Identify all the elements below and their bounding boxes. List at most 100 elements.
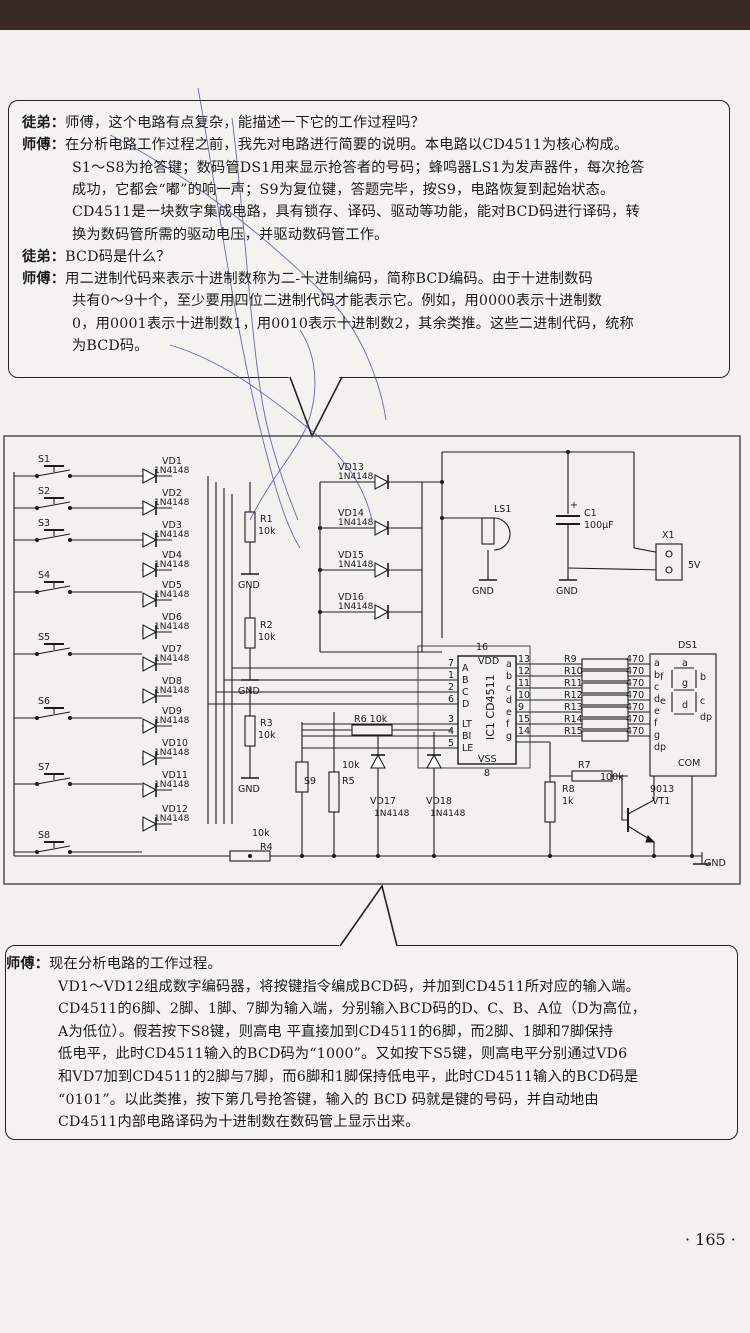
diode-label: VD16 (338, 592, 364, 603)
junction-dot (68, 538, 72, 542)
resistor-r7 (571, 770, 613, 782)
diode-label: VD5 (162, 580, 182, 591)
diode-vd12 (142, 816, 158, 832)
speaker-label: 徒弟： (22, 115, 66, 131)
ds1-label: DS1 (678, 640, 697, 651)
diode-type: 1N4148 (154, 466, 190, 476)
ic-pin-num: 7 (448, 658, 454, 669)
resistor-r12 (581, 694, 629, 706)
junction-dot (318, 568, 322, 572)
x1-pin (665, 566, 673, 574)
ic-pin-num: 11 (518, 678, 530, 689)
junction-dot (376, 854, 380, 858)
dialogue-text: “0101”。以此类推，按下第几号抢答键，输入的 BCD 码就是键的号码，并自动… (58, 1091, 599, 1108)
diode-type: 1N4148 (154, 748, 190, 758)
seg-e-label: e (660, 696, 666, 707)
ic-pin-num: 2 (448, 682, 454, 693)
ic-out-sig: d (506, 695, 512, 706)
diode-vd11 (142, 782, 158, 798)
r8-value: 1k (562, 796, 574, 807)
switch-label-s7: S7 (38, 762, 50, 773)
r5-value: 10k (342, 760, 360, 771)
seg-res-value: 470 (626, 726, 644, 737)
diode-label: VD4 (162, 550, 182, 561)
ic-pin-sig: A (462, 663, 469, 674)
resistor-r14 (581, 718, 629, 730)
diode-vd5 (142, 592, 158, 608)
junction-dot (68, 716, 72, 720)
s9-label: S9 (304, 776, 316, 787)
dialogue-line: 成功，它都会“嘟”的响一声；S9为复位键，答题完毕，按S9，电路恢复到起始状态。 (72, 181, 614, 200)
dialogue-line: 为BCD码。 (72, 337, 149, 356)
diode-type: 1N4148 (338, 472, 374, 482)
diode-type: 1N4148 (430, 809, 466, 819)
seg-res-label: R15 (564, 726, 583, 737)
switch-contact (36, 711, 71, 719)
ds1-pin-label: d (654, 694, 660, 705)
ic-pin-num: 3 (448, 714, 454, 725)
junction-dot (35, 538, 39, 542)
seg-res-value: 470 (626, 714, 644, 725)
junction-dot (35, 474, 39, 478)
diode-type: 1N4148 (154, 716, 190, 726)
ic-vss: VSS (478, 754, 497, 765)
dialogue-line: CD4511是一块数字集成电路，具有锁存、译码、驱动等功能，能对BCD码进行译码… (72, 203, 640, 222)
resistor-label: R1 (260, 514, 273, 525)
diode-vd6 (142, 624, 158, 640)
junction-dot (35, 590, 39, 594)
dialogue-text: CD4511的6脚、2脚、1脚、7脚为输入端，分别输入BCD码的D、C、B、A位… (58, 1001, 647, 1018)
seg-a-label: a (682, 658, 688, 669)
seg-c-label: c (700, 696, 705, 707)
ds1-com: COM (678, 758, 700, 769)
diode-vd14 (374, 520, 390, 536)
dialogue-text: VD1～VD12组成数字编码器，将按键指令编成BCD码，并加到CD4511所对应… (58, 978, 641, 995)
r4-value: 10k (252, 828, 270, 839)
x1-label: X1 (662, 530, 675, 541)
vt1-collector (627, 775, 692, 815)
vt1-base-wire (621, 776, 628, 821)
switch-label-s2: S2 (38, 486, 50, 497)
ic-out-sig: e (506, 707, 512, 718)
seg-g-label: g (682, 678, 688, 689)
ic-pin-sig: B (462, 675, 469, 686)
dialogue-line: 师傅：用二进制代码来表示十进制数称为二-十进制编码，简称BCD编码。由于十进制数… (22, 270, 593, 289)
diode-label: VD8 (162, 676, 182, 687)
ic-pin-num: 6 (448, 694, 454, 705)
s9-switch (295, 761, 309, 793)
switch-contact (36, 845, 71, 853)
seg-res-value: 470 (626, 666, 644, 677)
display-ds1 (649, 653, 717, 777)
diode-label: VD7 (162, 644, 182, 655)
seg-dp-label: dp (700, 712, 712, 723)
diode-type: 1N4148 (154, 560, 190, 570)
junction-dot (35, 850, 39, 854)
switch-contact (36, 647, 71, 655)
r7-value: 100k (600, 772, 624, 783)
diode-vd15 (374, 562, 390, 578)
diode-type: 1N4148 (338, 602, 374, 612)
r8-label: R8 (562, 784, 575, 795)
resistor-r2 (244, 617, 256, 649)
dialogue-line: 徒弟：BCD码是什么？ (22, 248, 171, 267)
switch-label-s8: S8 (38, 830, 50, 841)
junction-dot (248, 854, 252, 858)
gnd-label: GND (556, 586, 578, 597)
junction-dot (440, 480, 444, 484)
resistor-r3 (244, 715, 256, 747)
speaker-label: 师傅： (6, 956, 50, 972)
diode-type: 1N4148 (154, 780, 190, 790)
switch-label-s6: S6 (38, 696, 50, 707)
speaker-label: 徒弟： (22, 248, 66, 265)
ds1-pin-label: e (654, 706, 660, 717)
diode-vd3 (142, 532, 158, 548)
junction-dot (68, 782, 72, 786)
dialogue-line: 共有0～9十个，至少要用四位二进制代码才能表示它。例如，用0000表示十进制数 (72, 292, 602, 311)
ic-cd4511 (457, 655, 517, 765)
diode-vd16 (374, 604, 390, 620)
diode-vd7 (142, 656, 158, 672)
junction-dot (440, 516, 444, 520)
diode-vd13 (374, 474, 390, 490)
ic-out-sig: f (506, 719, 510, 730)
dialogue-line: CD4511内部电路译码为十进制数在数码管上显示出来。 (58, 1113, 420, 1132)
dialogue-text: CD4511内部电路译码为十进制数在数码管上显示出来。 (58, 1114, 420, 1131)
